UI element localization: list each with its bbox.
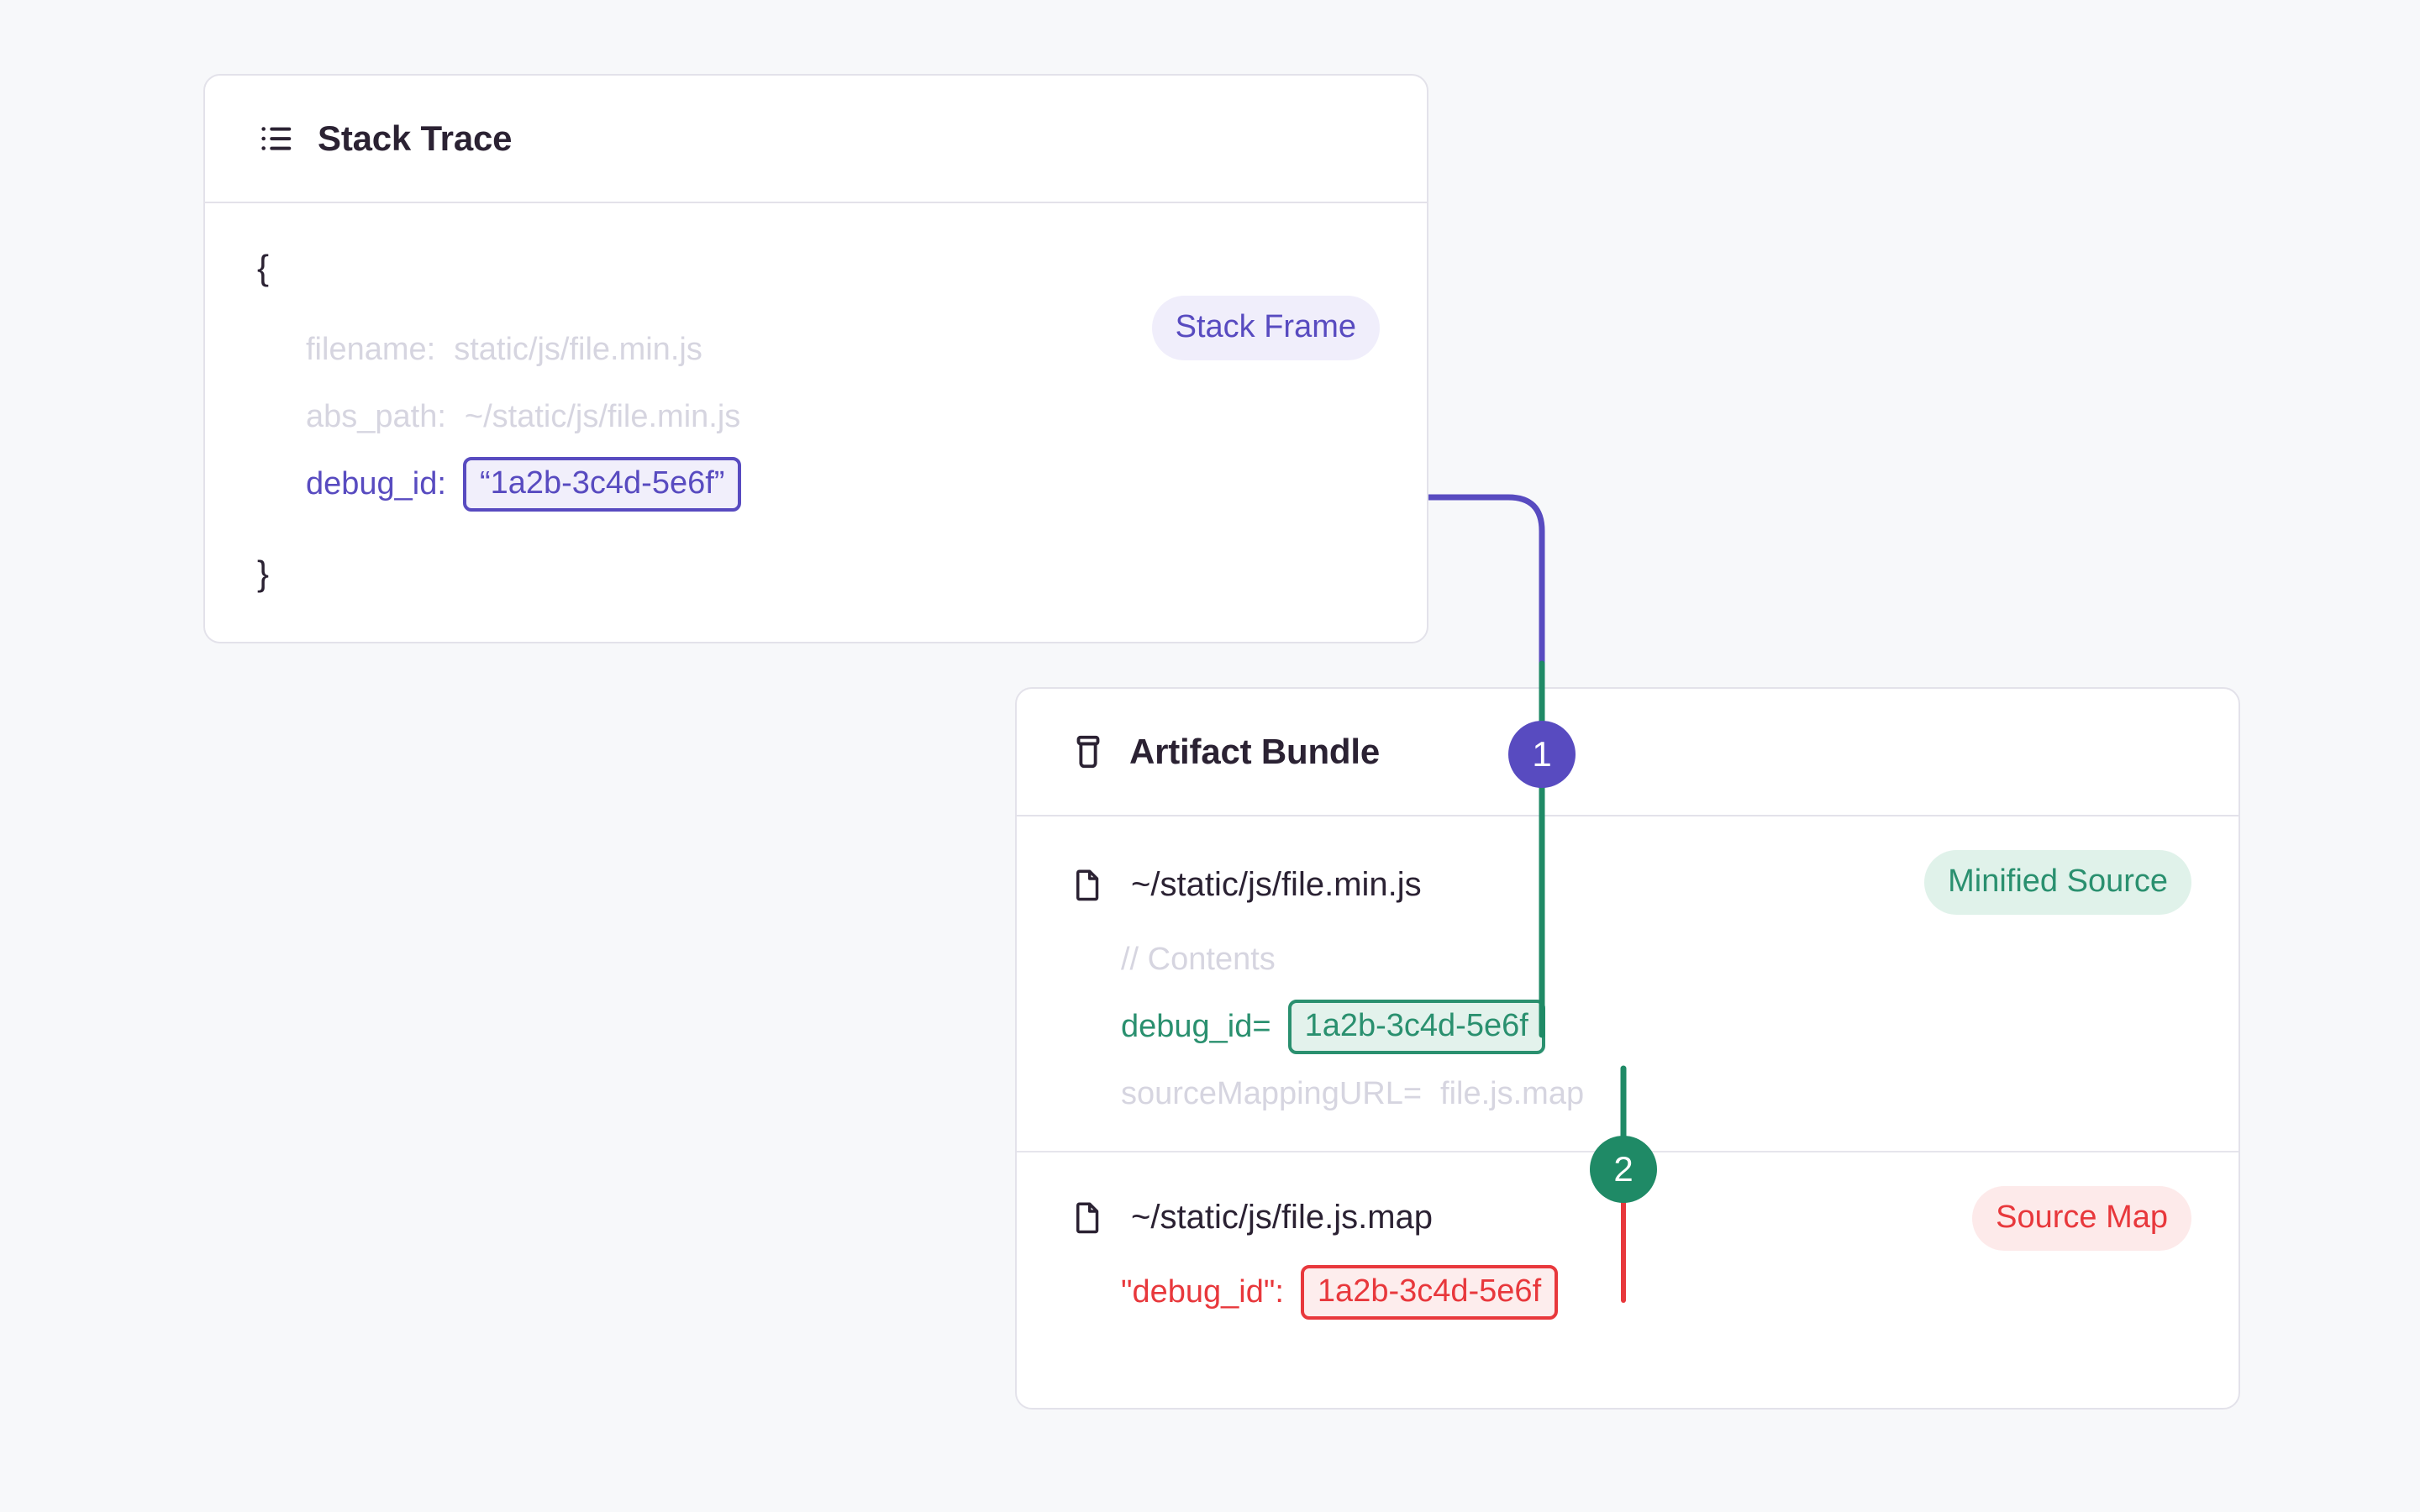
- stack-trace-header: Stack Trace: [205, 76, 1427, 203]
- stack-trace-title: Stack Trace: [318, 118, 513, 158]
- json-open-brace: {: [257, 248, 270, 287]
- stack-trace-body: Stack Frame { filename: static/js/file.m…: [205, 203, 1427, 642]
- artifact-bundle-body: Minified Source ~/static/js/file.min.js …: [1017, 816, 2238, 1408]
- minified-debug-id-key: debug_id=: [1121, 1008, 1271, 1044]
- step-badge-1[interactable]: 1: [1508, 721, 1576, 788]
- field-debug-id-key: debug_id:: [306, 465, 446, 501]
- source-map-debug-id-line: "debug_id": 1a2b-3c4d-5e6f: [1121, 1258, 2186, 1326]
- minified-source-file-row: ~/static/js/file.min.js: [1069, 865, 2186, 904]
- artifact-bundle-title: Artifact Bundle: [1129, 732, 1381, 771]
- step-badge-1-label: 1: [1532, 734, 1552, 774]
- field-filename: filename: static/js/file.min.js: [306, 316, 1375, 383]
- source-map-file-name: ~/static/js/file.js.map: [1131, 1198, 1434, 1236]
- stack-trace-card: Stack Trace Stack Frame { filename: stat…: [203, 74, 1428, 643]
- minified-debug-id-value-box[interactable]: 1a2b-3c4d-5e6f: [1287, 999, 1545, 1054]
- source-map-file-row: ~/static/js/file.js.map: [1069, 1198, 2186, 1236]
- artifact-bundle-header: Artifact Bundle: [1017, 689, 2238, 816]
- file-icon: [1069, 865, 1107, 904]
- field-debug-id-value-box[interactable]: “1a2b-3c4d-5e6f”: [462, 456, 742, 512]
- source-mapping-url-key: sourceMappingURL=: [1121, 1075, 1423, 1111]
- minified-contents-comment: // Contents: [1121, 926, 2186, 993]
- file-icon: [1069, 1198, 1107, 1236]
- minified-contents-comment-text: // Contents: [1121, 941, 1276, 977]
- stack-frame-badge: Stack Frame: [1151, 296, 1380, 360]
- field-abs-path-value: ~/static/js/file.min.js: [464, 398, 741, 434]
- step-badge-2-label: 2: [1613, 1149, 1634, 1189]
- source-map-badge: Source Map: [1972, 1186, 2191, 1251]
- list-icon: [257, 119, 296, 158]
- source-map-debug-id-value-box[interactable]: 1a2b-3c4d-5e6f: [1300, 1264, 1559, 1320]
- minified-debug-id-line: debug_id= 1a2b-3c4d-5e6f: [1121, 993, 2186, 1060]
- source-mapping-url-value: file.js.map: [1440, 1075, 1585, 1111]
- minified-source-badge: Minified Source: [1924, 850, 2191, 915]
- archive-box-icon: [1069, 732, 1107, 771]
- field-filename-value: static/js/file.min.js: [454, 331, 702, 367]
- field-abs-path-key: abs_path:: [306, 398, 446, 434]
- source-map-debug-id-key: "debug_id":: [1121, 1273, 1284, 1310]
- field-abs-path: abs_path: ~/static/js/file.min.js: [306, 383, 1375, 450]
- source-mapping-url-line: sourceMappingURL= file.js.map: [1121, 1060, 2186, 1127]
- step-badge-2[interactable]: 2: [1590, 1136, 1657, 1203]
- json-close-brace: }: [257, 554, 270, 593]
- minified-source-section: Minified Source ~/static/js/file.min.js …: [1017, 816, 2238, 1127]
- artifact-bundle-card: Artifact Bundle Minified Source ~/static…: [1015, 687, 2240, 1410]
- minified-source-file-name: ~/static/js/file.min.js: [1131, 865, 1422, 903]
- field-filename-key: filename:: [306, 331, 436, 367]
- field-debug-id: debug_id: “1a2b-3c4d-5e6f”: [306, 450, 1375, 517]
- source-map-section: Source Map ~/static/js/file.js.map "debu…: [1017, 1151, 2238, 1326]
- stack-frame-fields: filename: static/js/file.min.js abs_path…: [306, 316, 1375, 517]
